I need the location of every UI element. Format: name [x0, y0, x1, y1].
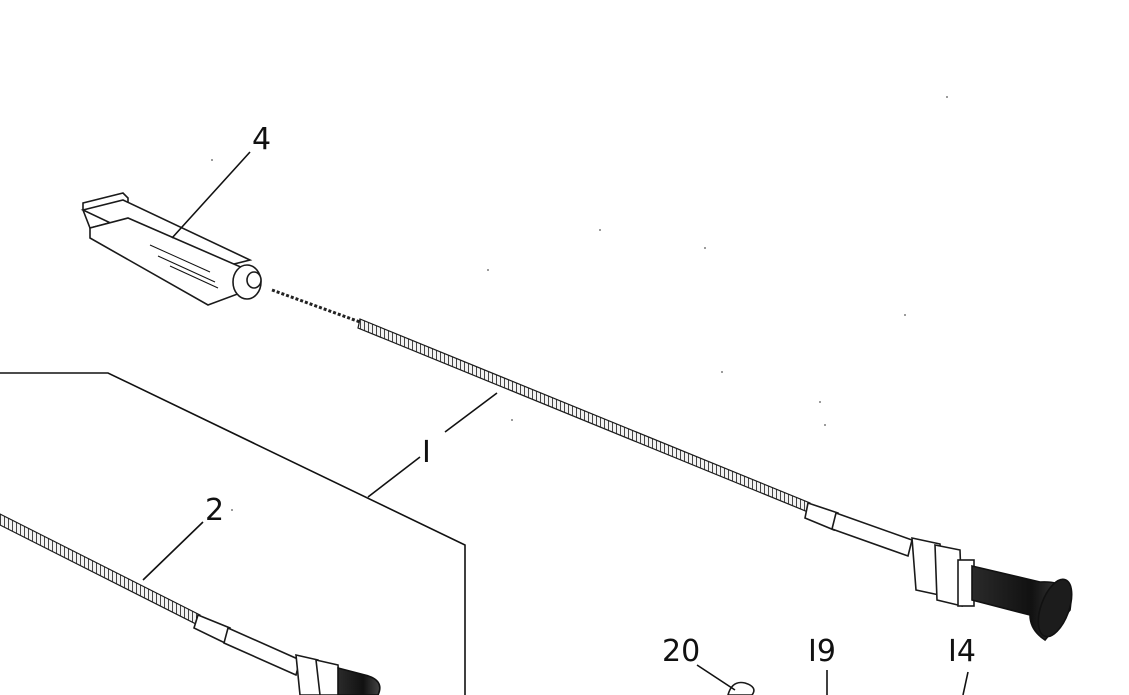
leader-2: [142, 521, 204, 581]
callout-2: 2: [205, 493, 224, 528]
part-1-cable: [271, 288, 1073, 642]
leader-1-upper: [444, 392, 498, 433]
callout-19: I9: [808, 634, 836, 669]
callout-1: I: [422, 435, 431, 470]
leader-20: [696, 664, 736, 691]
print-specks: [211, 96, 948, 511]
part-2-cable: [0, 513, 381, 695]
leader-1-lower: [367, 456, 421, 498]
callout-20: 20: [662, 634, 700, 669]
callout-4: 4: [252, 122, 271, 157]
part-4-bracket: [80, 192, 262, 306]
callout-14: I4: [948, 634, 976, 669]
group-bracket-line: [0, 372, 466, 695]
leader-4: [171, 151, 251, 239]
leader-14: [962, 671, 969, 695]
